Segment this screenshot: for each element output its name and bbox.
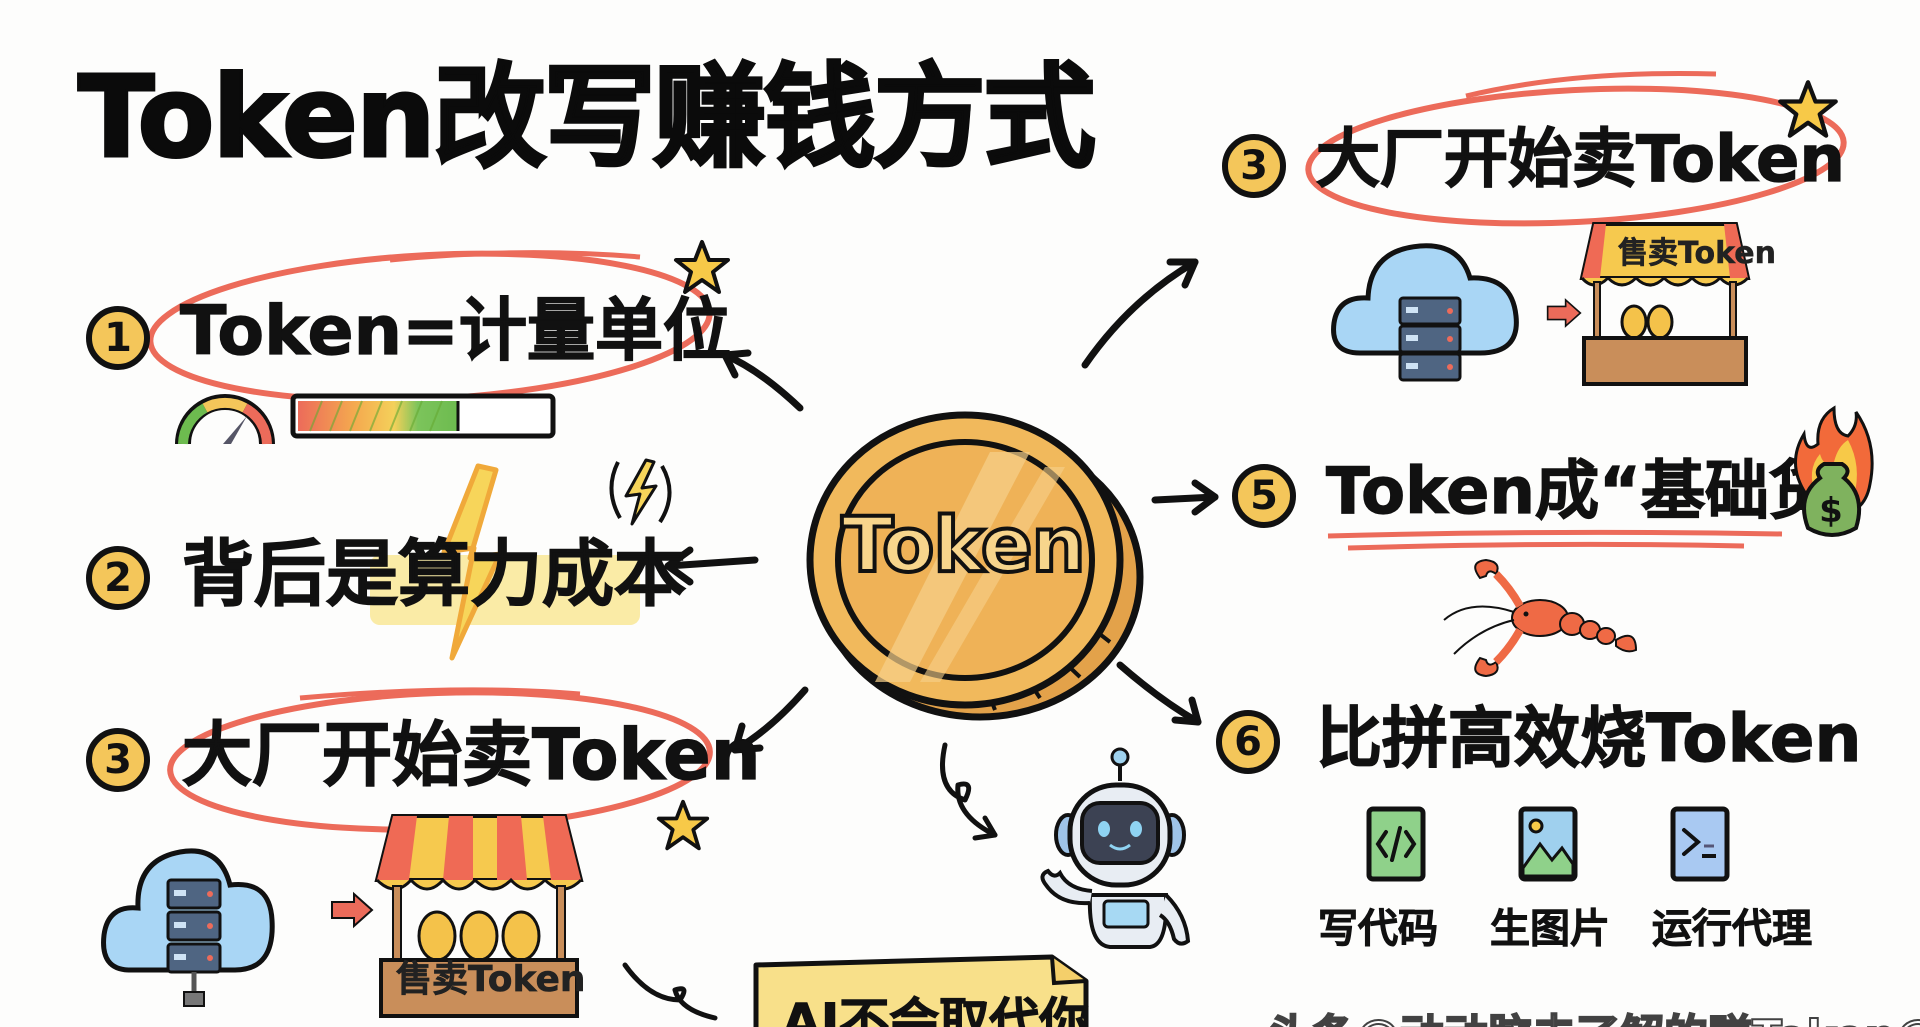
cloud-server-icon [1331,243,1519,382]
svg-text:$: $ [1819,491,1843,531]
watermark: 头条@动动脑去了解的赚Token@快 [1267,1000,1920,1027]
step-badge-3b: 3 [1222,134,1286,198]
use-case-label-agent: 运行代理 [1652,906,1813,953]
use-case-label-code: 写代码 [1318,906,1439,953]
item-label-5: Token成“基础货” [1325,455,1876,529]
burning-money-bag-icon: $ [1794,405,1874,537]
image-icon [1518,806,1578,882]
star-icon [656,799,710,851]
market-stall-icon [374,814,584,1018]
progress-bar-icon [290,393,556,439]
highlight-circle [1305,70,1847,227]
lobster-icon [1443,558,1638,678]
speedometer-icon [175,394,275,445]
highlight-marker [370,555,640,625]
use-case-image [1488,806,1608,882]
item-label-3b: 大厂开始卖Token [1315,123,1845,197]
market-stall-icon [1579,222,1751,386]
arrow-right-icon [331,891,374,929]
star-icon [674,240,730,294]
star-icon [1778,80,1838,138]
step-badge-2: 2 [86,546,150,610]
stall-sign: 售卖Token [396,959,586,1001]
energy-cycle-icon [609,458,672,526]
lightning-icon [441,463,503,661]
coin-label: Token [839,498,1087,591]
use-case-code [1336,806,1456,882]
note-label: AI不会取代你 [781,993,1090,1027]
use-case-label-image: 生图片 [1490,906,1611,953]
use-case-agent [1640,806,1760,882]
item-label-1: Token=计量单位 [179,292,731,371]
code-icon [1366,806,1426,882]
token-coin-icon [806,411,1144,721]
page-title: Token改写赚钱方式 [77,53,1098,183]
item-label-2: 背后是算力成本 [181,532,687,616]
step-badge-6: 6 [1216,710,1280,774]
step-badge-1: 1 [86,306,150,370]
step-badge-5: 5 [1232,464,1296,528]
cloud-server-icon [101,848,275,1007]
stall-sign: 售卖Token [1618,236,1776,272]
step-badge-3: 3 [86,728,150,792]
sticky-note [753,954,1089,1027]
underline [1327,529,1783,551]
terminal-icon [1670,806,1730,882]
item-label-6: 比拼高效烧Token [1315,700,1862,777]
robot-icon [1040,747,1191,949]
arrow-right-icon [1546,298,1582,328]
item-label-3: 大厂开始卖Token [181,714,761,796]
